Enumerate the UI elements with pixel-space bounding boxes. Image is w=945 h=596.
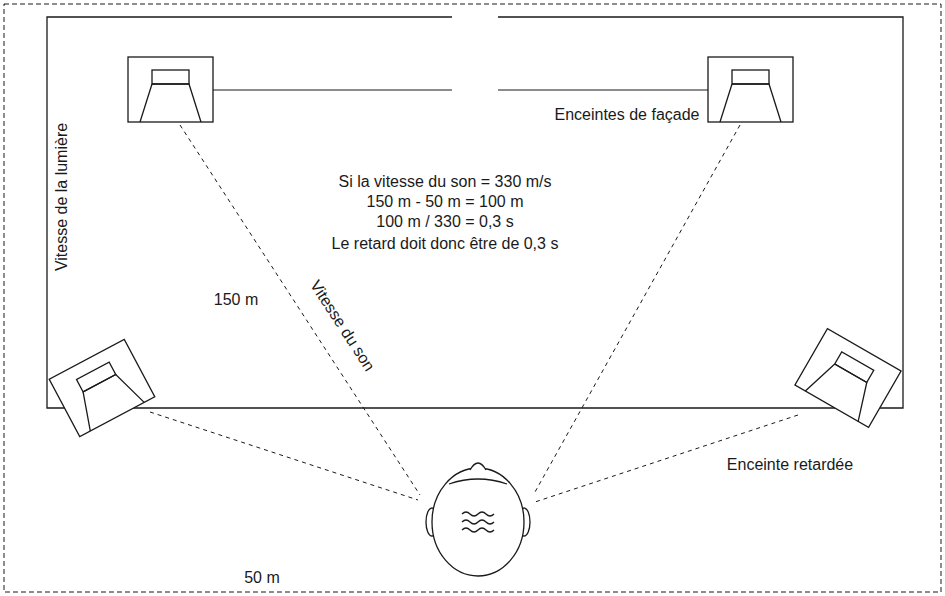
front-speaker <box>128 57 213 122</box>
stage-line <box>498 89 708 90</box>
speaker-label: Enceinte retardée <box>727 456 853 474</box>
front-speaker <box>708 57 793 122</box>
room-wall <box>47 17 903 408</box>
speed-label: Vitesse du son <box>306 277 378 375</box>
listener-head <box>426 463 530 576</box>
calculation-line: Le retard doit donc être de 0,3 s <box>332 235 559 253</box>
speaker-label: Enceintes de façade <box>555 106 700 124</box>
calculation-line: 150 m - 50 m = 100 m <box>367 193 524 211</box>
speed-label: Vitesse de la lumière <box>53 123 71 271</box>
stage-line <box>213 89 452 90</box>
delay-speaker <box>795 329 901 428</box>
sound-paths <box>150 125 798 502</box>
calculation-line: Si la vitesse du son = 330 m/s <box>339 173 552 191</box>
calculation-line: 100 m / 330 = 0,3 s <box>376 213 513 231</box>
distance-label: 50 m <box>244 569 280 587</box>
delay-speaker <box>49 339 155 436</box>
distance-label: 150 m <box>214 291 258 309</box>
outer-frame <box>4 4 941 592</box>
